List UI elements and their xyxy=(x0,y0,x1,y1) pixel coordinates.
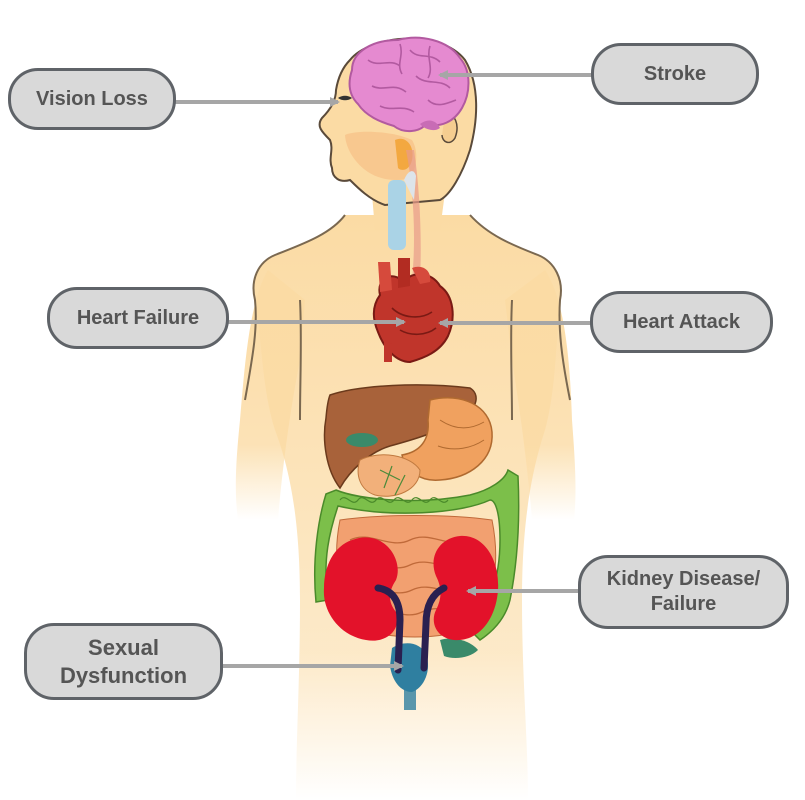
vision-loss-label: Vision Loss xyxy=(8,68,176,130)
stroke-text: Stroke xyxy=(643,62,707,85)
trachea xyxy=(388,180,406,250)
heart-failure-text: Heart Failure xyxy=(76,306,200,329)
eye-icon xyxy=(338,95,352,101)
kidney-organ xyxy=(323,535,499,674)
sexual-dysfunction-text-line2: Dysfunction xyxy=(59,662,188,688)
heart-organ xyxy=(372,258,454,364)
esophagus xyxy=(406,150,421,280)
throat xyxy=(345,131,421,280)
heart-failure-label: Heart Failure xyxy=(47,287,229,349)
sexual-dysfunction-text-line1: Sexual xyxy=(88,635,159,660)
right-ureter xyxy=(420,584,448,672)
heart-attack-label: Heart Attack xyxy=(590,291,773,353)
torso-outline xyxy=(244,214,571,421)
gallbladder xyxy=(346,433,378,447)
vision-loss-text: Vision Loss xyxy=(36,87,148,110)
right-kidney xyxy=(433,535,499,641)
stroke-label: Stroke xyxy=(591,43,759,105)
pointer-arrows xyxy=(174,70,594,671)
brain-organ xyxy=(348,36,470,132)
kidney-disease-text-line1: Kidney Disease/ xyxy=(606,568,761,590)
sexual-dysfunction-label: Sexual Dysfunction xyxy=(24,623,223,700)
kidney-disease-text-line2: Failure xyxy=(650,593,717,615)
heart-attack-text: Heart Attack xyxy=(622,310,741,333)
stomach-organ xyxy=(401,397,493,481)
kidney-disease-label: Kidney Disease/ Failure xyxy=(578,555,789,629)
left-kidney xyxy=(323,537,398,641)
left-ureter xyxy=(374,584,404,674)
urethra xyxy=(404,690,416,710)
